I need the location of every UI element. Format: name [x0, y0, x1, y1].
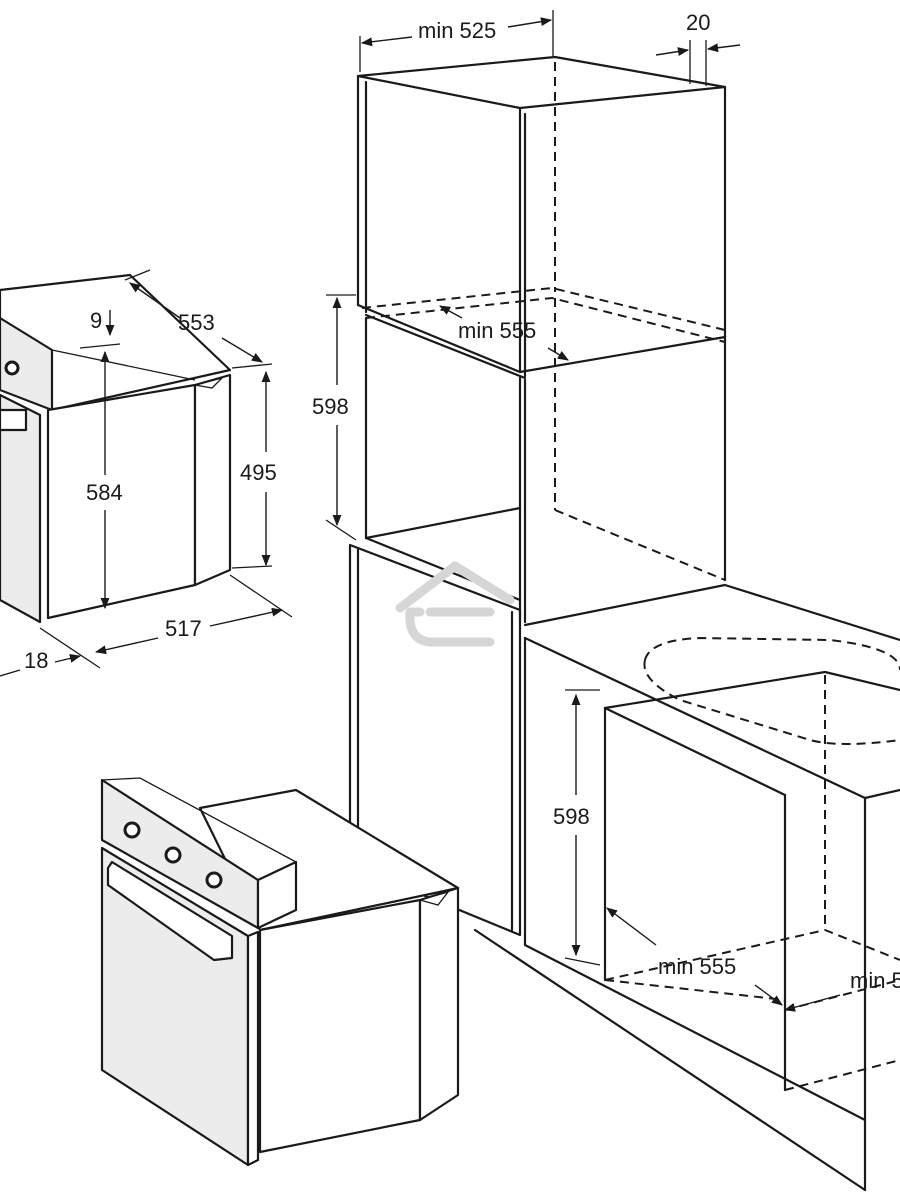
- label-oven-body-height: 584: [86, 480, 123, 505]
- label-upper-niche-width-min: min 555: [458, 318, 536, 343]
- knob-1-icon[interactable]: [123, 821, 141, 839]
- dimension-lines: [0, 10, 841, 1012]
- label-lower-niche-height: 598: [553, 804, 590, 829]
- label-oven-depth: 553: [178, 310, 215, 335]
- knob-3-icon[interactable]: [205, 871, 223, 889]
- label-front-thickness: 18: [24, 648, 48, 673]
- label-gap-rear: 20: [686, 10, 710, 35]
- label-lower-niche-width-min: min 555: [658, 954, 736, 979]
- label-front-panel-offset: 9: [90, 308, 102, 333]
- lower-cabinet: [348, 543, 522, 937]
- door-handle-icon[interactable]: [106, 860, 234, 962]
- base-unit: [473, 583, 900, 1192]
- handle-icon: [0, 408, 28, 432]
- label-cabinet-depth-min: min 525: [418, 18, 496, 43]
- oven-side-view: [0, 273, 232, 624]
- tall-cabinet: [356, 55, 727, 582]
- knob-icon: [4, 360, 20, 376]
- label-lower-niche-depth-min: min 5: [850, 968, 900, 993]
- dimension-labels: min 525 20 min 555 598 553 9 584 495 517…: [24, 10, 900, 993]
- knob-2-icon[interactable]: [164, 846, 182, 864]
- label-upper-niche-height: 598: [312, 394, 349, 419]
- label-oven-body-side: 495: [240, 460, 277, 485]
- label-oven-body-depth: 517: [165, 616, 202, 641]
- oven-perspective: [100, 777, 460, 1167]
- watermark-house-icon: [395, 561, 515, 647]
